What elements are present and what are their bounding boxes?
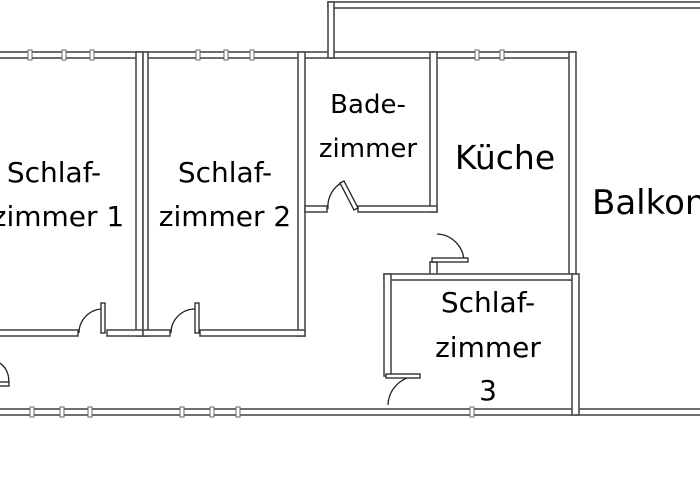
wall-bedroom3-right — [571, 273, 580, 416]
label-balcony: Balkon — [592, 183, 700, 223]
label-bedroom1-line1: Schlaf- — [7, 156, 101, 189]
wall-bedroom1-right — [135, 51, 144, 337]
window-mark — [474, 49, 480, 61]
window-mark — [195, 49, 201, 61]
window-mark — [27, 49, 33, 61]
wall-bedroom2-left — [142, 51, 149, 337]
doors — [0, 180, 469, 406]
label-bedroom3-line3: 3 — [479, 374, 497, 407]
wall-bedroom2-bottom — [142, 329, 171, 337]
door-swing-bedroom2 — [170, 308, 196, 334]
door-leaf-bedroom3 — [385, 373, 421, 379]
label-bathroom-line2: zimmer — [319, 134, 418, 164]
wall-bedroom3-left — [383, 273, 392, 377]
door-swing-bedroom3 — [387, 375, 419, 406]
wall-balcony-left — [327, 1, 335, 59]
wall-bedroom1-bottom — [0, 329, 79, 337]
wall-balcony-top — [327, 1, 700, 9]
window-marks — [27, 49, 505, 418]
window-mark — [249, 49, 255, 61]
window-mark — [223, 49, 229, 61]
label-bathroom-line1: Bade- — [330, 90, 406, 120]
wall-bedroom2-bottom-b — [199, 329, 306, 337]
door-leaf-bathroom — [339, 180, 359, 211]
window-mark — [29, 406, 35, 418]
label-kitchen: Küche — [455, 138, 555, 177]
window-mark — [87, 406, 93, 418]
wall-kitchen-bottom — [383, 273, 577, 281]
label-bedroom2-line2: zimmer 2 — [159, 200, 291, 233]
label-bedroom3-line2: zimmer — [435, 331, 541, 364]
window-mark — [499, 49, 505, 61]
wall-bedroom2-right — [297, 51, 306, 337]
wall-bath-bottom-a — [304, 205, 328, 213]
wall-top-left — [0, 51, 576, 59]
wall-kitchen-right — [568, 51, 577, 281]
window-mark — [469, 406, 475, 418]
label-bedroom3-line1: Schlaf- — [441, 286, 535, 319]
door-leaf-bedroom1 — [100, 302, 106, 334]
door-swing-bedroom1 — [78, 308, 104, 334]
wall-bath-bottom-b — [357, 205, 438, 213]
window-mark — [179, 406, 185, 418]
window-mark — [61, 49, 67, 61]
window-mark — [209, 406, 215, 418]
label-bedroom2-line1: Schlaf- — [178, 156, 272, 189]
door-leaf-kitchen — [431, 257, 469, 263]
window-mark — [235, 406, 241, 418]
room-labels: Schlaf- zimmer 1 Schlaf- zimmer 2 Bade- … — [0, 90, 700, 407]
label-bedroom1-line2: zimmer 1 — [0, 200, 124, 233]
wall-bath-right — [429, 51, 438, 213]
window-mark — [89, 49, 95, 61]
door-leaf-left-edge — [0, 381, 10, 387]
window-mark — [59, 406, 65, 418]
door-swing-bathroom — [327, 181, 344, 210]
wall-bottom — [0, 408, 700, 416]
door-leaf-bedroom2 — [194, 302, 200, 334]
wall-bedroom1-bottom-b — [106, 329, 144, 337]
